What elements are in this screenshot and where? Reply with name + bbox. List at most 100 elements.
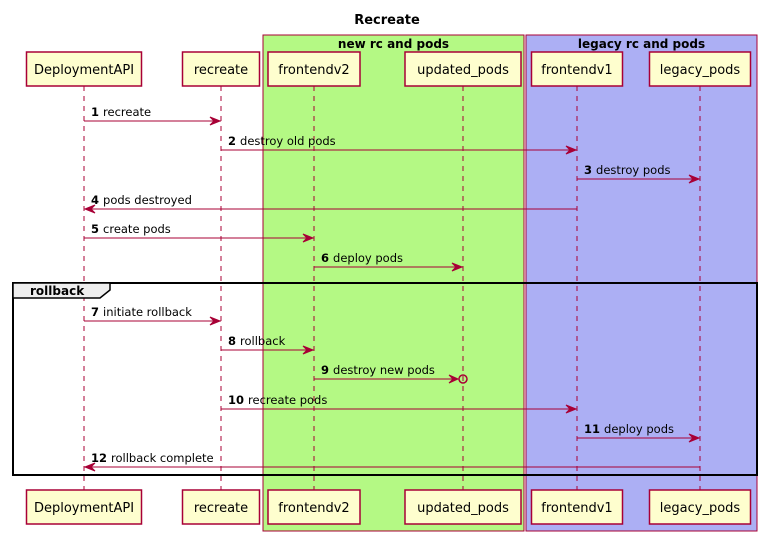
message-text: recreate	[103, 105, 151, 119]
participant-box	[404, 489, 522, 525]
message-arrowhead	[565, 145, 578, 155]
message-3: 3 destroy pods	[577, 163, 701, 184]
participant-label: frontendv2	[278, 63, 349, 78]
box-title-legacy: legacy rc and pods	[578, 37, 705, 51]
message-text: destroy pods	[596, 163, 670, 177]
participant-top-updated_pods: updated_pods	[404, 51, 522, 87]
message-arrowhead	[451, 262, 464, 272]
message-number: 12	[91, 451, 107, 465]
participant-label: frontendv1	[541, 63, 612, 78]
participant-label: recreate	[194, 501, 248, 516]
participant-box	[648, 51, 752, 87]
message-text: destroy new pods	[333, 363, 435, 377]
message-number: 3	[584, 163, 592, 177]
participant-label: DeploymentAPI	[34, 63, 134, 78]
participant-label: legacy_pods	[660, 63, 741, 78]
message-label: 3 destroy pods	[584, 163, 671, 177]
message-number: 7	[91, 305, 99, 319]
message-number: 9	[321, 363, 329, 377]
message-arrowhead	[83, 204, 96, 214]
participant-bottom-DeploymentAPI: DeploymentAPI	[25, 489, 143, 525]
participant-top-DeploymentAPI: DeploymentAPI	[25, 51, 143, 87]
participant-box	[25, 489, 143, 525]
message-number: 1	[91, 105, 99, 119]
participant-box	[181, 489, 261, 525]
message-arrowhead	[302, 233, 315, 243]
message-label: 12 rollback complete	[91, 451, 214, 465]
participant-bottom-frontendv1: frontendv1	[530, 489, 624, 525]
message-2: 2 destroy old pods	[221, 134, 578, 155]
message-number: 11	[584, 422, 600, 436]
message-arrowhead	[302, 345, 315, 355]
participant-box	[181, 51, 261, 87]
message-4: 4 pods destroyed	[83, 193, 577, 214]
message-arrowhead	[209, 116, 222, 126]
message-label: 1 recreate	[91, 105, 151, 119]
message-number: 10	[228, 393, 244, 407]
message-8: 8 rollback	[221, 334, 315, 355]
participant-top-legacy_pods: legacy_pods	[648, 51, 752, 87]
participant-box	[25, 51, 143, 87]
message-label: 10 recreate pods	[228, 393, 327, 407]
participant-box	[267, 489, 361, 525]
message-9: 9 destroy new pods	[314, 363, 468, 384]
participant-label: updated_pods	[417, 501, 509, 516]
message-arrowhead	[565, 404, 578, 414]
messages-layer: 1 recreate 2 destroy old pods 3 destroy pods 4…	[83, 105, 701, 472]
group-frame	[12, 282, 758, 476]
message-lost-circle	[458, 374, 468, 384]
message-label: 7 initiate rollback	[91, 305, 192, 319]
participant-bottom-updated_pods: updated_pods	[404, 489, 522, 525]
message-number: 5	[91, 222, 99, 236]
message-arrowhead	[688, 174, 701, 184]
message-text: rollback complete	[111, 451, 214, 465]
participant-box	[530, 51, 624, 87]
message-text: pods destroyed	[103, 193, 192, 207]
message-text: initiate rollback	[103, 305, 192, 319]
message-text: rollback	[240, 334, 286, 348]
message-label: 9 destroy new pods	[321, 363, 435, 377]
message-7: 7 initiate rollback	[84, 305, 222, 326]
participant-box	[648, 489, 752, 525]
message-arrowhead	[448, 374, 460, 384]
message-label: 4 pods destroyed	[91, 193, 192, 207]
participant-label: DeploymentAPI	[34, 501, 134, 516]
message-text: destroy old pods	[240, 134, 336, 148]
participant-bottom-legacy_pods: legacy_pods	[648, 489, 752, 525]
message-label: 8 rollback	[228, 334, 286, 348]
group-tab	[12, 282, 111, 299]
participant-top-frontendv1: frontendv1	[530, 51, 624, 87]
participant-label: frontendv2	[278, 501, 349, 516]
message-text: create pods	[103, 222, 171, 236]
message-number: 8	[228, 334, 236, 348]
participant-bottom-frontendv2: frontendv2	[267, 489, 361, 525]
message-number: 2	[228, 134, 236, 148]
participant-box	[530, 489, 624, 525]
message-label: 2 destroy old pods	[228, 134, 336, 148]
group-layer: rollback	[12, 282, 758, 476]
participant-label: frontendv1	[541, 501, 612, 516]
participant-top-recreate: recreate	[181, 51, 261, 87]
message-12: 12 rollback complete	[83, 451, 700, 472]
group-label: rollback	[30, 284, 85, 298]
box-title-new: new rc and pods	[338, 37, 449, 51]
participant-box	[404, 51, 522, 87]
message-text: deploy pods	[333, 251, 403, 265]
participant-top-frontendv2: frontendv2	[267, 51, 361, 87]
participant-bottom-recreate: recreate	[181, 489, 261, 525]
message-arrowhead	[688, 433, 701, 443]
participant-label: legacy_pods	[660, 501, 741, 516]
message-1: 1 recreate	[84, 105, 222, 126]
diagram-title: Recreate	[354, 13, 420, 28]
message-arrowhead	[209, 316, 222, 326]
message-text: recreate pods	[248, 393, 327, 407]
message-5: 5 create pods	[84, 222, 315, 243]
message-10: 10 recreate pods	[221, 393, 578, 414]
participant-label: updated_pods	[417, 63, 509, 78]
message-number: 4	[91, 193, 99, 207]
message-arrowhead	[83, 462, 96, 472]
